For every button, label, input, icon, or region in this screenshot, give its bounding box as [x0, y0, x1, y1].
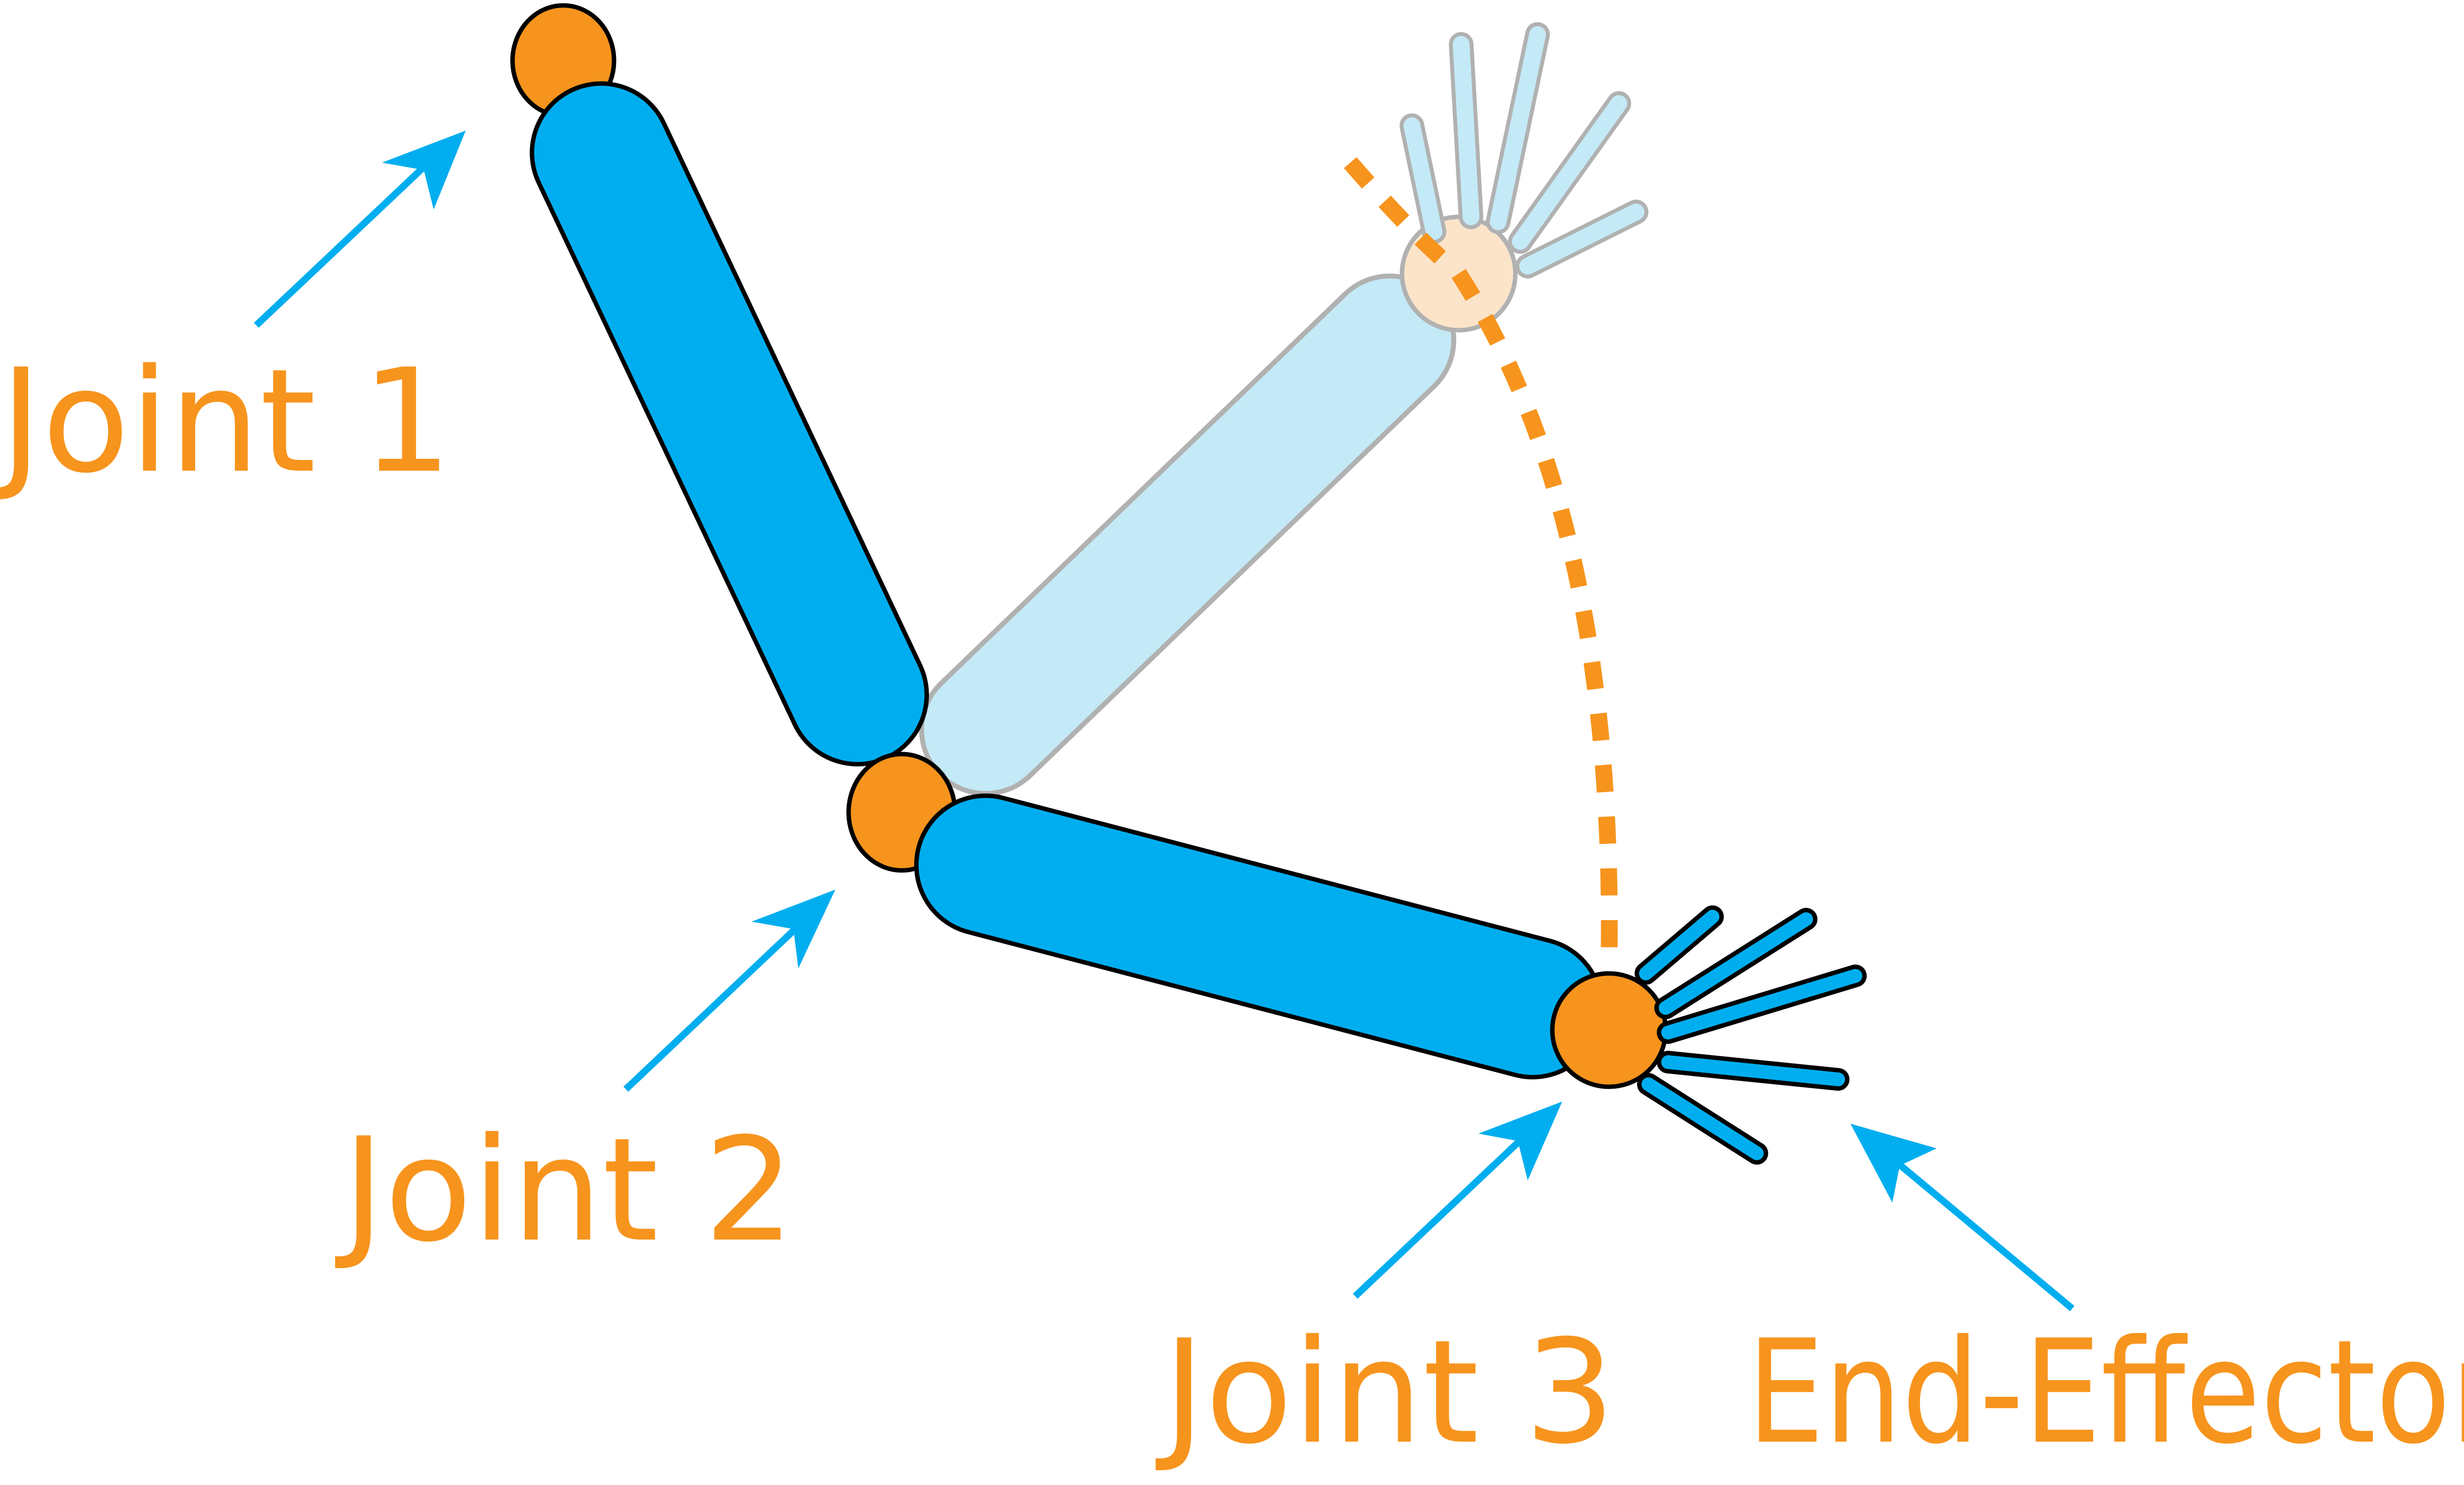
arrow-end-effector [1850, 1124, 2075, 1312]
label-joint-1: Joint 1 [0, 339, 452, 505]
ghost-link-2-fill [924, 278, 1451, 791]
arrow-joint-1 [254, 131, 466, 328]
label-end-effector: End-Effector [1747, 1310, 2464, 1476]
link-2 [919, 798, 1600, 1075]
ghost-arm-configuration [919, 22, 1648, 796]
joint-3 [1550, 971, 1668, 1089]
gripper-fingers [1639, 910, 1862, 1160]
label-joint-2: Joint 2 [334, 1107, 795, 1274]
link-1 [534, 86, 924, 762]
arrow-joint-3 [1353, 1102, 1562, 1299]
arrow-joint-2 [623, 890, 835, 1092]
label-joint-3: Joint 3 [1154, 1310, 1615, 1476]
ghost-gripper-fingers-fill [1403, 26, 1644, 275]
end-effector-motion-path [1344, 157, 1618, 967]
